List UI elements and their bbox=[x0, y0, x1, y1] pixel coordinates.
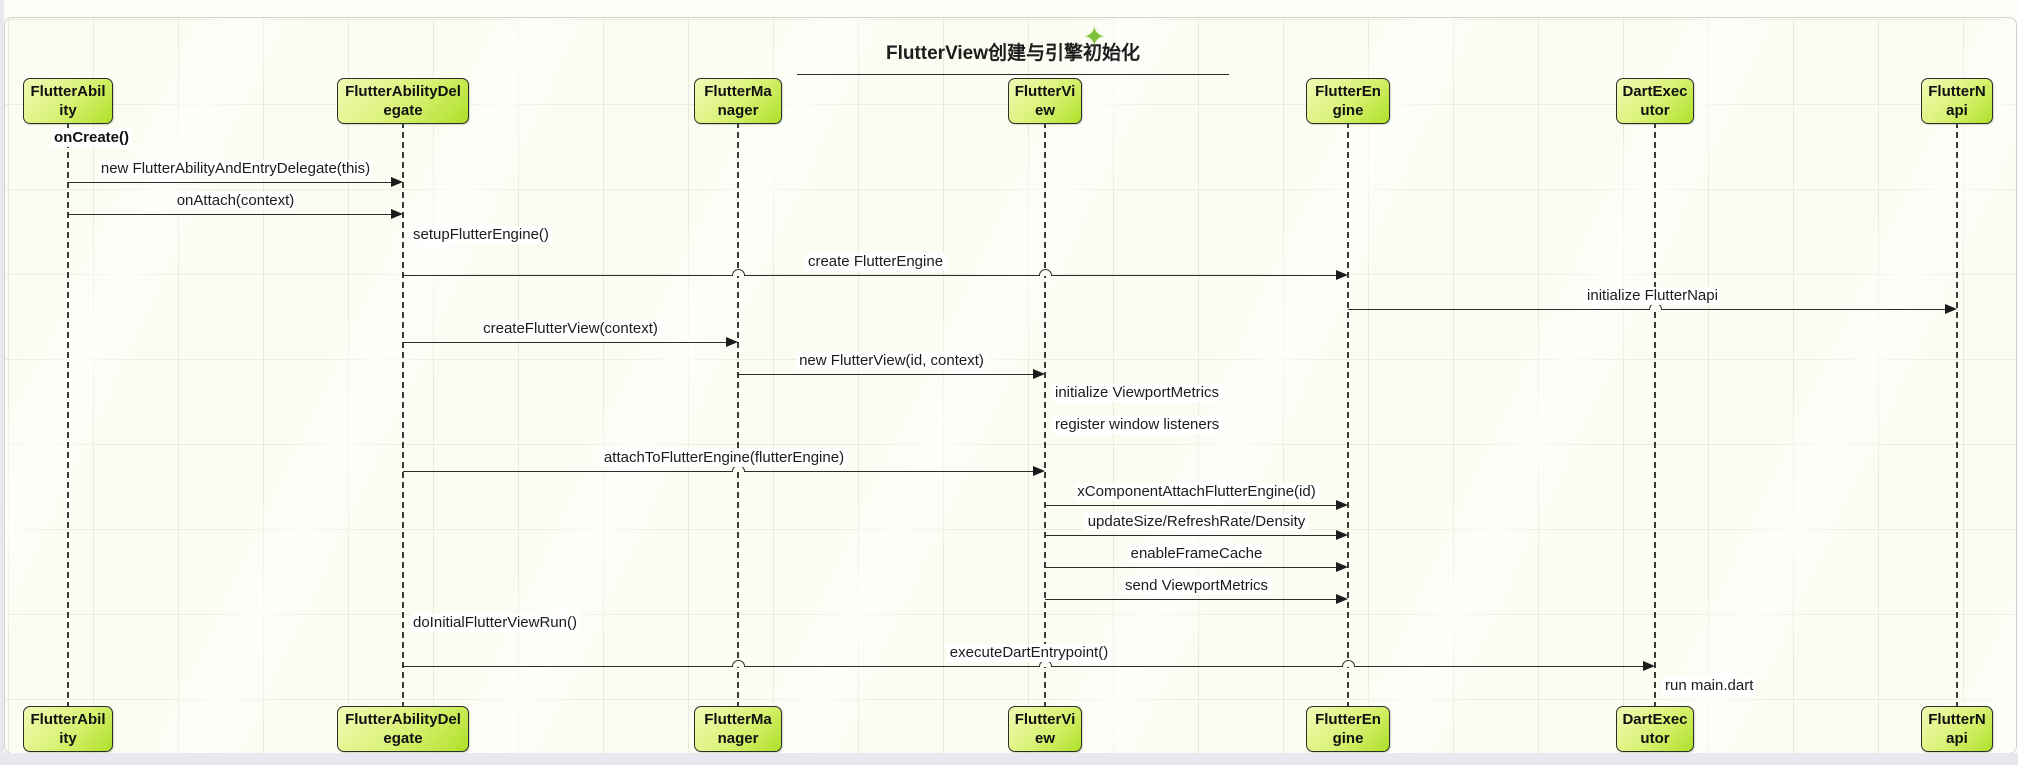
message-arrowhead-7 bbox=[1033, 369, 1045, 379]
message-line-16 bbox=[403, 666, 1652, 667]
participant-dartexecutor-top: DartExec utor bbox=[1616, 78, 1694, 124]
note-label-8: initialize ViewportMetrics bbox=[1052, 384, 1222, 402]
message-arrowhead-11 bbox=[1336, 500, 1348, 510]
message-line-2 bbox=[68, 214, 400, 215]
message-line-7 bbox=[738, 374, 1042, 375]
message-label-4: create FlutterEngine bbox=[804, 253, 947, 271]
message-line-14 bbox=[1045, 599, 1345, 600]
note-label-0: onCreate() bbox=[51, 129, 133, 147]
message-arrowhead-2 bbox=[391, 209, 403, 219]
participant-flutterabilitydelegate-top: FlutterAbilityDel egate bbox=[337, 78, 469, 124]
participant-flutterability-bottom: FlutterAbil ity bbox=[23, 706, 113, 752]
message-arrowhead-1 bbox=[391, 177, 403, 187]
lifeline-flutterview bbox=[1044, 122, 1046, 708]
message-line-4 bbox=[403, 275, 1345, 276]
message-arrowhead-6 bbox=[726, 337, 738, 347]
participant-flutterability-top: FlutterAbil ity bbox=[23, 78, 113, 124]
message-arrowhead-4 bbox=[1336, 270, 1348, 280]
participant-flutterview-top: FlutterVi ew bbox=[1008, 78, 1082, 124]
line-hop-4 bbox=[1039, 269, 1052, 276]
message-line-11 bbox=[1045, 505, 1345, 506]
sparkle-icon: ✦ bbox=[1083, 22, 1106, 52]
title-underline bbox=[797, 74, 1229, 75]
note-label-9: register window listeners bbox=[1052, 416, 1223, 434]
message-label-1: new FlutterAbilityAndEntryDelegate(this) bbox=[97, 160, 374, 178]
participant-flutternapi-bottom: FlutterN api bbox=[1921, 706, 1993, 752]
line-hop-16 bbox=[1342, 660, 1355, 667]
lifeline-dartexecutor bbox=[1654, 122, 1656, 708]
message-label-6: createFlutterView(context) bbox=[480, 320, 661, 338]
participant-flutterview-bottom: FlutterVi ew bbox=[1008, 706, 1082, 752]
message-arrowhead-10 bbox=[1033, 466, 1045, 476]
message-label-13: enableFrameCache bbox=[1127, 545, 1266, 563]
message-label-7: new FlutterView(id, context) bbox=[796, 352, 987, 370]
window-left-gutter bbox=[0, 0, 4, 765]
message-arrowhead-13 bbox=[1336, 562, 1348, 572]
diagram-title: FlutterView创建与引擎初始化 bbox=[885, 43, 1141, 64]
lifeline-flutterabilitydelegate bbox=[402, 122, 404, 708]
lifeline-flutternapi bbox=[1956, 122, 1958, 708]
participant-flutterengine-top: FlutterEn gine bbox=[1306, 78, 1390, 124]
participant-fluttermanager-bottom: FlutterMa nager bbox=[694, 706, 782, 752]
lifeline-fluttermanager bbox=[737, 122, 739, 708]
note-label-3: setupFlutterEngine() bbox=[410, 226, 552, 244]
message-arrowhead-16 bbox=[1643, 661, 1655, 671]
participant-flutterabilitydelegate-bottom: FlutterAbilityDel egate bbox=[337, 706, 469, 752]
message-label-16: executeDartEntrypoint() bbox=[946, 644, 1112, 662]
message-line-10 bbox=[403, 471, 1042, 472]
line-hop-4 bbox=[732, 269, 745, 276]
lifeline-flutterengine bbox=[1347, 122, 1349, 708]
message-line-12 bbox=[1045, 535, 1345, 536]
message-line-13 bbox=[1045, 567, 1345, 568]
message-label-5: initialize FlutterNapi bbox=[1584, 287, 1721, 305]
message-arrowhead-5 bbox=[1945, 304, 1957, 314]
message-line-6 bbox=[403, 342, 735, 343]
participant-flutternapi-top: FlutterN api bbox=[1921, 78, 1993, 124]
message-arrowhead-14 bbox=[1336, 594, 1348, 604]
line-hop-16 bbox=[732, 660, 745, 667]
message-label-14: send ViewportMetrics bbox=[1121, 577, 1272, 595]
note-label-17: run main.dart bbox=[1662, 677, 1757, 695]
participant-flutterengine-bottom: FlutterEn gine bbox=[1306, 706, 1390, 752]
message-label-10: attachToFlutterEngine(flutterEngine) bbox=[600, 449, 848, 467]
note-label-15: doInitialFlutterViewRun() bbox=[410, 614, 580, 632]
lifeline-flutterability bbox=[67, 122, 69, 708]
message-label-11: xComponentAttachFlutterEngine(id) bbox=[1074, 483, 1319, 501]
participant-dartexecutor-bottom: DartExec utor bbox=[1616, 706, 1694, 752]
message-label-2: onAttach(context) bbox=[173, 192, 298, 210]
message-label-12: updateSize/RefreshRate/Density bbox=[1084, 513, 1309, 531]
participant-fluttermanager-top: FlutterMa nager bbox=[694, 78, 782, 124]
message-line-1 bbox=[68, 182, 400, 183]
window-bottom-gutter bbox=[0, 753, 2018, 765]
message-arrowhead-12 bbox=[1336, 530, 1348, 540]
